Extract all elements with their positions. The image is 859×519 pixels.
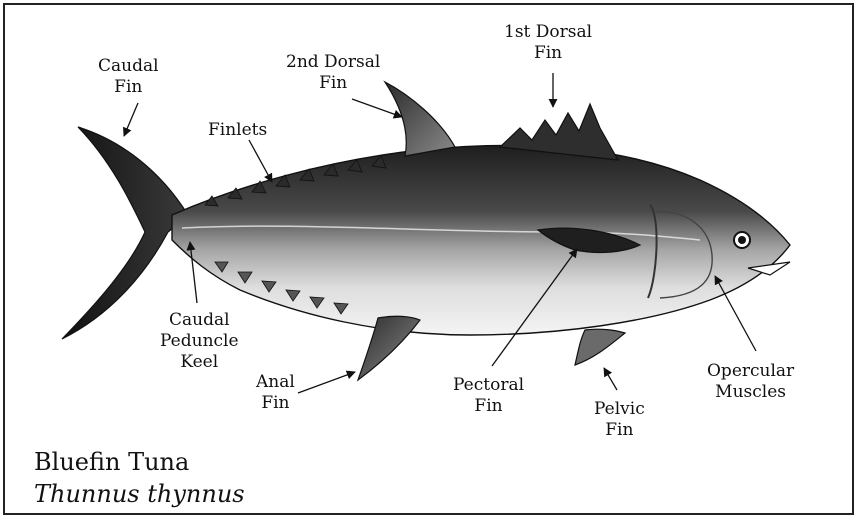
label-second-dorsal-fin-line-2: Fin [286,73,380,94]
label-caudal-fin: Caudal Fin [98,56,159,98]
label-caudal-peduncle-keel: Caudal Peduncle Keel [160,310,239,373]
arrow-finlets [249,140,272,182]
label-pelvic-fin: Pelvic Fin [594,399,645,441]
label-second-dorsal-fin: 2nd Dorsal Fin [286,52,380,94]
arrow-second-dorsal-fin [352,99,402,117]
label-first-dorsal-fin: 1st Dorsal Fin [504,22,592,64]
caudal-fin-shape [62,127,188,339]
label-opercular-muscles-line-1: Opercular [707,361,794,382]
arrow-caudal-fin [124,103,138,136]
label-second-dorsal-fin-line-1: 2nd Dorsal [286,52,380,73]
label-finlets: Finlets [208,120,267,141]
label-pectoral-fin-line-2: Fin [453,396,524,417]
arrow-anal-fin [298,372,355,393]
label-caudal-peduncle-keel-line-1: Caudal [160,310,239,331]
arrow-pelvic-fin [604,368,617,390]
label-pectoral-fin: Pectoral Fin [453,375,524,417]
pelvic-fin-shape [575,329,625,365]
label-anal-fin: Anal Fin [256,372,295,414]
label-pectoral-fin-line-1: Pectoral [453,375,524,396]
label-caudal-peduncle-keel-line-3: Keel [160,352,239,373]
label-finlets-line-1: Finlets [208,120,267,141]
label-first-dorsal-fin-line-1: 1st Dorsal [504,22,592,43]
label-pelvic-fin-line-2: Fin [594,420,645,441]
label-opercular-muscles-line-2: Muscles [707,382,794,403]
second-dorsal-fin-shape [385,82,455,156]
label-caudal-fin-line-2: Fin [98,77,159,98]
label-anal-fin-line-1: Anal [256,372,295,393]
pupil [738,236,746,244]
label-anal-fin-line-2: Fin [256,393,295,414]
scientific-name-caption: Thunnus thynnus [34,480,245,508]
common-name-caption: Bluefin Tuna [34,448,189,476]
label-pelvic-fin-line-1: Pelvic [594,399,645,420]
label-caudal-peduncle-keel-line-2: Peduncle [160,331,239,352]
label-caudal-fin-line-1: Caudal [98,56,159,77]
label-first-dorsal-fin-line-2: Fin [504,43,592,64]
label-opercular-muscles: Opercular Muscles [707,361,794,403]
